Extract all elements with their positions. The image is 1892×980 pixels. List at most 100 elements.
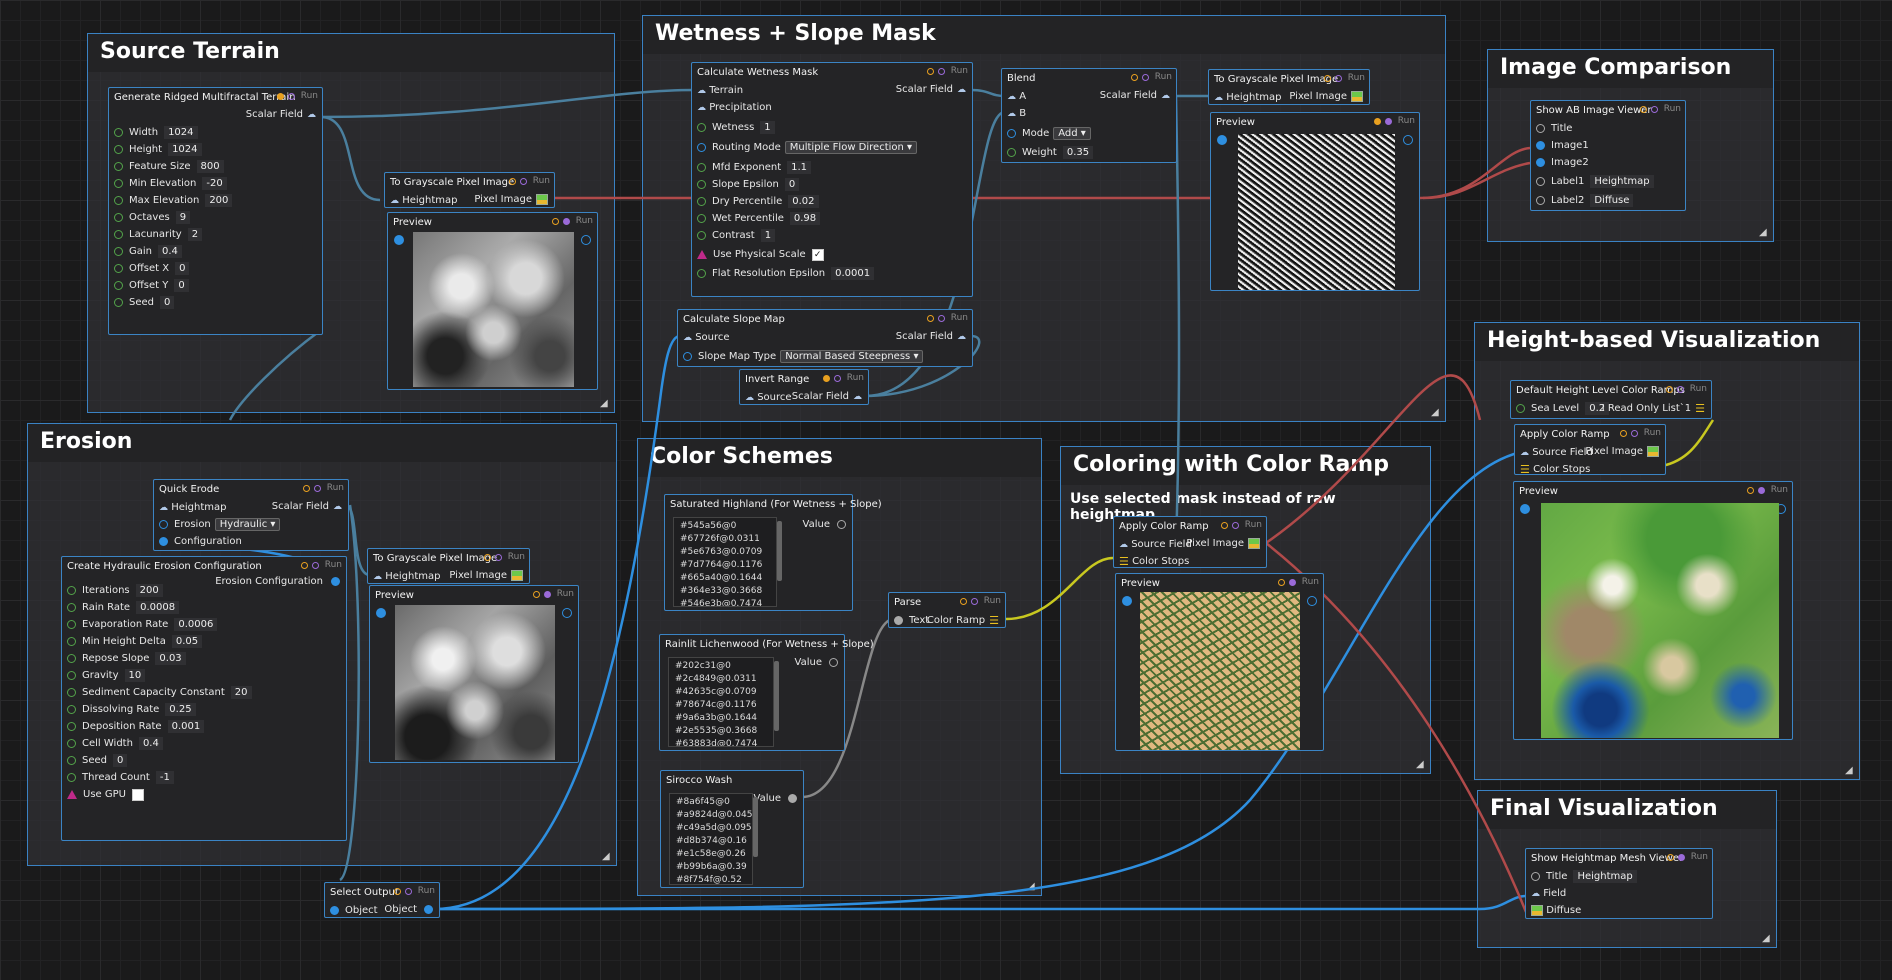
- preview-toggle-icon[interactable]: [494, 553, 502, 561]
- resize-handle[interactable]: ◢: [1845, 765, 1853, 776]
- node-header[interactable]: Preview Run: [1211, 113, 1419, 132]
- resize-handle[interactable]: ◢: [1759, 227, 1767, 238]
- gpu-checkbox[interactable]: [131, 788, 144, 801]
- run-button[interactable]: Run: [1643, 428, 1661, 438]
- input-socket[interactable]: [114, 145, 123, 154]
- param-value[interactable]: 0: [175, 262, 190, 275]
- param-value[interactable]: 1024: [168, 143, 202, 156]
- node-header[interactable]: Apply Color Ramp Run: [1114, 517, 1266, 536]
- scalar-field-output[interactable]: Scalar Field☁: [792, 391, 862, 402]
- physical-checkbox[interactable]: ✓: [811, 248, 824, 261]
- run-button[interactable]: Run: [324, 560, 342, 570]
- input-socket[interactable]: [114, 213, 123, 222]
- input-socket[interactable]: [1516, 404, 1525, 413]
- input-socket[interactable]: [894, 616, 903, 625]
- input-socket[interactable]: [683, 351, 692, 361]
- node-header[interactable]: Preview Run: [1514, 482, 1792, 501]
- resize-handle[interactable]: ◢: [1027, 881, 1035, 892]
- label2-value[interactable]: Diffuse: [1590, 194, 1634, 207]
- node-header[interactable]: Calculate Slope Map Run: [678, 310, 972, 329]
- output-socket[interactable]: [829, 658, 838, 667]
- color-stops-text[interactable]: #202c31@0#2c4849@0.0311#42635c@0.0709#78…: [668, 657, 774, 747]
- run-button[interactable]: Run: [950, 66, 968, 76]
- flat-value[interactable]: 0.0001: [831, 267, 875, 280]
- preview-output-socket[interactable]: [562, 608, 572, 618]
- input-socket[interactable]: [697, 214, 706, 223]
- preview-toggle-icon[interactable]: [519, 177, 527, 185]
- run-button[interactable]: Run: [983, 596, 1001, 606]
- pixel-image-output[interactable]: Pixel Image: [1186, 538, 1260, 549]
- preview-toggle-icon[interactable]: [970, 597, 978, 605]
- node-invert-range[interactable]: Invert Range Run ☁ Source Scalar Field☁: [739, 369, 869, 405]
- run-button[interactable]: Run: [1770, 485, 1788, 495]
- run-button[interactable]: Run: [1244, 520, 1262, 530]
- run-button[interactable]: Run: [556, 589, 574, 599]
- input-socket[interactable]: [67, 671, 76, 680]
- preview-toggle-icon[interactable]: [937, 314, 945, 322]
- input-socket[interactable]: [697, 197, 706, 206]
- param-value[interactable]: 0.4: [138, 737, 163, 750]
- preview-input-socket[interactable]: [1520, 504, 1530, 514]
- node-apply-color-ramp-2[interactable]: Apply Color Ramp Run ☁ Source Field Pixe…: [1514, 424, 1666, 476]
- input-socket[interactable]: [1531, 872, 1540, 881]
- preview-toggle-icon[interactable]: [562, 217, 570, 225]
- param-value[interactable]: 9: [175, 211, 191, 224]
- param-value[interactable]: 0.0008: [136, 601, 180, 614]
- run-button[interactable]: Run: [326, 483, 344, 493]
- param-value[interactable]: 800: [196, 160, 224, 173]
- input-socket[interactable]: [330, 906, 339, 915]
- node-rainlit-lichenwood[interactable]: Rainlit Lichenwood (For Wetness + Slope)…: [659, 634, 874, 751]
- param-value[interactable]: 1: [760, 229, 776, 242]
- preview-toggle-icon[interactable]: [1334, 74, 1342, 82]
- node-header[interactable]: Saturated Highland (For Wetness + Slope): [665, 495, 882, 514]
- node-header[interactable]: Calculate Wetness Mask Run: [692, 63, 972, 82]
- routing-select[interactable]: Multiple Flow Direction ▾: [784, 141, 918, 154]
- list-output[interactable]: I Read Only List`1☰: [1602, 402, 1705, 415]
- bool-socket[interactable]: [67, 790, 77, 799]
- node-ab-viewer[interactable]: Show AB Image Viewer Run Title Image1 Im…: [1530, 100, 1686, 211]
- input-socket[interactable]: [697, 163, 706, 172]
- preview-toggle-icon[interactable]: [311, 561, 319, 569]
- param-value[interactable]: -20: [202, 177, 227, 190]
- input-socket[interactable]: [1536, 177, 1545, 186]
- node-preview-2[interactable]: Preview Run: [369, 585, 579, 763]
- param-value[interactable]: 10: [124, 669, 146, 682]
- input-socket[interactable]: [67, 603, 76, 612]
- param-value[interactable]: 0.03: [155, 652, 186, 665]
- scalar-field-output[interactable]: Scalar Field☁: [1100, 90, 1170, 101]
- pixel-image-output[interactable]: Pixel Image: [1289, 91, 1363, 102]
- pixel-image-output[interactable]: Pixel Image: [449, 570, 523, 581]
- node-preview-3[interactable]: Preview Run: [1210, 112, 1420, 291]
- input-socket[interactable]: [1536, 158, 1545, 167]
- node-header[interactable]: Quick Erode Run: [154, 480, 348, 499]
- run-button[interactable]: Run: [950, 313, 968, 323]
- node-header[interactable]: Parse Run: [889, 593, 1005, 612]
- preview-toggle-icon[interactable]: [1384, 117, 1392, 125]
- node-parse[interactable]: Parse Run Text Color Ramp☰: [888, 592, 1006, 628]
- node-header[interactable]: Preview Run: [388, 213, 597, 232]
- scalar-field-output[interactable]: Scalar Field☁: [896, 331, 966, 342]
- preview-output-socket[interactable]: [1307, 596, 1317, 606]
- param-value[interactable]: 200: [135, 584, 163, 597]
- node-header[interactable]: Preview Run: [370, 586, 578, 605]
- input-socket[interactable]: [697, 269, 706, 278]
- preview-toggle-icon[interactable]: [1650, 105, 1658, 113]
- run-button[interactable]: Run: [1347, 73, 1365, 83]
- input-socket[interactable]: [67, 620, 76, 629]
- node-header[interactable]: Sirocco Wash: [661, 771, 803, 790]
- preview-toggle-icon[interactable]: [1677, 853, 1685, 861]
- input-socket[interactable]: [114, 128, 123, 137]
- run-button[interactable]: Run: [300, 91, 318, 101]
- node-header[interactable]: To Grayscale Pixel Image Run: [385, 173, 554, 192]
- node-header[interactable]: Select Output Run: [325, 883, 439, 902]
- value-output[interactable]: Value: [803, 519, 846, 530]
- mode-select[interactable]: Add ▾: [1053, 126, 1091, 140]
- preview-input-socket[interactable]: [394, 235, 404, 245]
- input-socket[interactable]: [114, 162, 123, 171]
- node-to-grayscale-3[interactable]: To Grayscale Pixel Image Run ☁ Heightmap…: [1208, 69, 1370, 105]
- run-button[interactable]: Run: [1689, 384, 1707, 394]
- resize-handle[interactable]: ◢: [1762, 933, 1770, 944]
- input-socket[interactable]: [114, 281, 123, 290]
- preview-toggle-icon[interactable]: [404, 887, 412, 895]
- node-header[interactable]: Apply Color Ramp Run: [1515, 425, 1665, 444]
